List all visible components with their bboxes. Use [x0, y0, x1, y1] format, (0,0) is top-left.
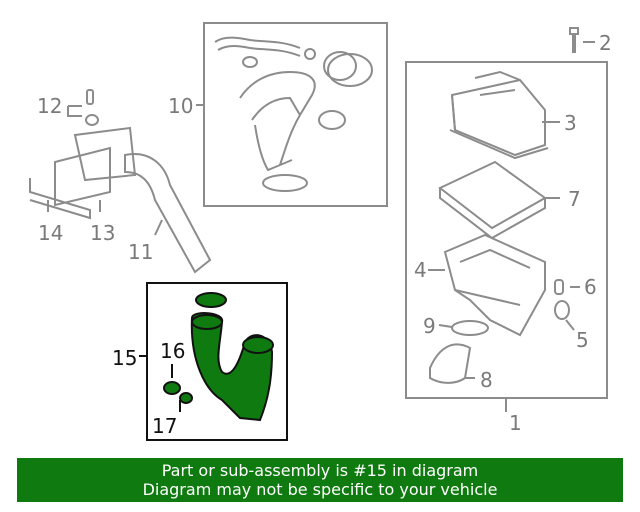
part-4-lower-housing [443, 233, 546, 337]
callout-4: 4 [414, 258, 427, 282]
callout-5: 5 [576, 328, 589, 352]
callout-17: 17 [152, 414, 177, 438]
hose-group-box [203, 22, 388, 207]
callout-16: 16 [160, 339, 185, 363]
highlighted-part-box [146, 282, 288, 441]
callout-11: 11 [128, 240, 153, 264]
callout-6: 6 [584, 275, 597, 299]
part-8-duct [429, 343, 472, 384]
part-7-filter [438, 160, 547, 240]
part-15-hose [163, 292, 274, 422]
part-13-resonator [54, 146, 111, 207]
part-12-nut [85, 114, 99, 126]
callout-13: 13 [90, 221, 115, 245]
part-11-intake-duct [124, 153, 212, 274]
part-3-cover [449, 70, 549, 160]
info-banner: Part or sub-assembly is #15 in diagram D… [17, 458, 623, 502]
callout-15: 15 [112, 346, 137, 370]
part-13-upper [73, 126, 137, 182]
callout-3: 3 [564, 111, 577, 135]
part-2-bolt [569, 27, 579, 53]
parts-diagram: 1 2 3 4 5 6 7 8 9 10 11 12 13 14 15 16 1… [29, 22, 612, 441]
callout-9: 9 [423, 314, 436, 338]
part-12-clip [86, 89, 94, 105]
callout-14: 14 [38, 221, 63, 245]
callout-10: 10 [168, 94, 193, 118]
part-9-seal [451, 320, 489, 336]
callout-12: 12 [37, 94, 62, 118]
callout-7: 7 [568, 187, 581, 211]
part-6-pin [554, 279, 564, 295]
callout-2: 2 [599, 31, 612, 55]
leader-11 [154, 219, 163, 236]
leader-12 [67, 105, 82, 117]
part-5-grommet [554, 300, 570, 320]
leader-9 [438, 324, 453, 328]
leader-5 [565, 319, 575, 331]
banner-line-1: Part or sub-assembly is #15 in diagram [161, 461, 479, 480]
part-10-hose-assembly [214, 36, 373, 192]
callout-1: 1 [509, 411, 522, 435]
callout-8: 8 [480, 368, 493, 392]
part-14-bracket [29, 178, 91, 220]
banner-line-2: Diagram may not be specific to your vehi… [142, 480, 498, 499]
